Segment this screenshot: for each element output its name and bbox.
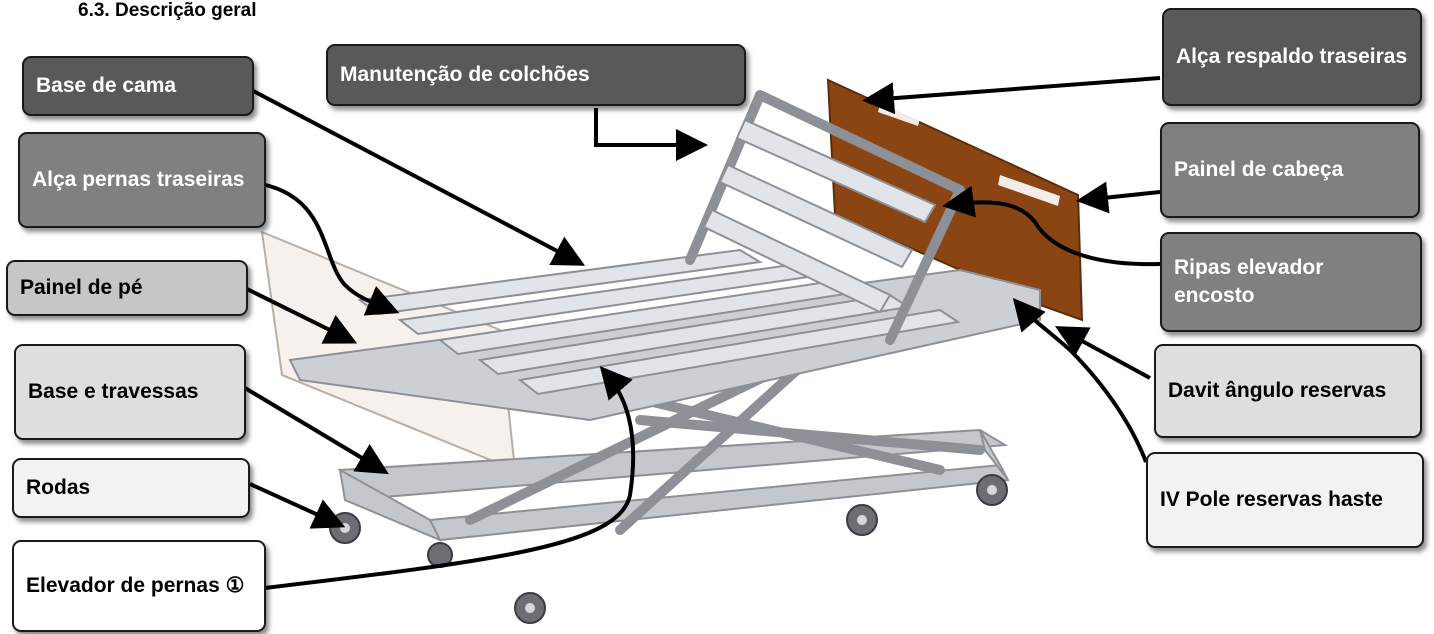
leader-alca-pernas bbox=[247, 180, 400, 316]
leader-manutencao bbox=[594, 108, 708, 161]
section-heading: 6.3. Descrição geral bbox=[78, 0, 257, 21]
leader-ripas bbox=[942, 185, 1161, 267]
label-alca-respaldo-traseiras: Alça respaldo traseiras bbox=[1162, 8, 1422, 106]
leader-base-de-cama bbox=[239, 82, 586, 266]
label-painel-pe: Painel de pé bbox=[6, 260, 248, 316]
leader-iv-pole bbox=[1012, 297, 1148, 463]
label-base-de-cama: Base de cama bbox=[22, 56, 254, 116]
leader-painel-cabeca bbox=[1076, 181, 1161, 214]
label-rodas: Rodas bbox=[12, 458, 250, 518]
leader-rodas bbox=[249, 482, 346, 529]
label-elevador-pernas: Elevador de pernas ① bbox=[12, 540, 266, 632]
label-ripas-elevador-encosto: Ripas elevador encosto bbox=[1160, 232, 1422, 332]
leader-davit bbox=[1054, 326, 1151, 380]
leader-alca-respaldo bbox=[862, 76, 1161, 115]
label-davit-angulo-reservas: Davit ângulo reservas bbox=[1154, 344, 1422, 438]
leader-elevador-pernas bbox=[264, 365, 636, 590]
label-base-travessas: Base e travessas bbox=[14, 344, 246, 440]
backrest-slats bbox=[702, 118, 937, 314]
label-iv-pole-reservas-haste: IV Pole reservas haste bbox=[1146, 452, 1424, 548]
label-alca-pernas-traseiras: Alça pernas traseiras bbox=[18, 132, 266, 228]
leader-base-travessas bbox=[243, 386, 389, 475]
label-manutencao-colchoes: Manutenção de colchões bbox=[326, 44, 746, 106]
leader-painel-pe bbox=[244, 286, 358, 344]
label-painel-cabeca: Painel de cabeça bbox=[1160, 122, 1420, 218]
leader-lines bbox=[239, 76, 1161, 590]
